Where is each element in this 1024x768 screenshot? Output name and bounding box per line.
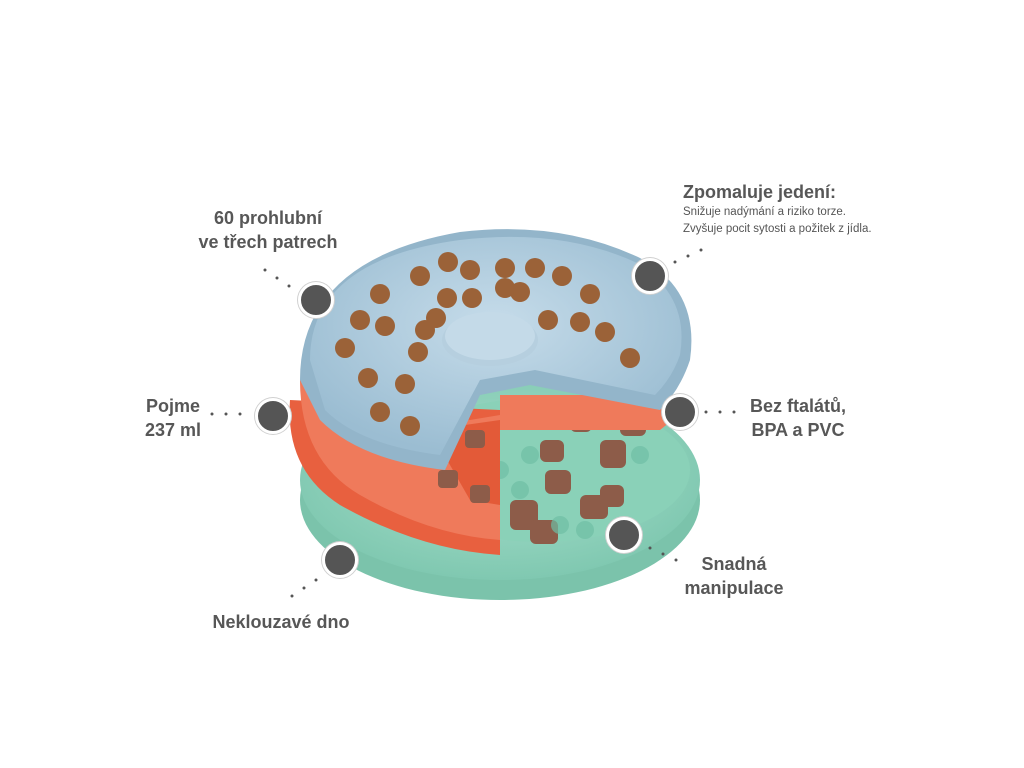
callout-free-line2: BPA a PVC bbox=[751, 420, 845, 440]
top-tier-blue bbox=[300, 229, 692, 470]
leader-dots bbox=[210, 248, 736, 598]
callout-slows-title: Zpomaluje jedení: bbox=[683, 182, 837, 202]
callout-depressions: 60 prohlubní ve třech patrech bbox=[168, 206, 368, 254]
callout-depressions-line2: ve třech patrech bbox=[198, 232, 338, 252]
marker-slows-eating bbox=[632, 258, 668, 294]
marker-easy-handling bbox=[606, 517, 642, 553]
marker-depressions bbox=[298, 282, 334, 318]
marker-nonslip bbox=[322, 542, 358, 578]
callout-easy-handling: Snadná manipulace bbox=[676, 552, 792, 600]
callout-slows-eating: Zpomaluje jedení: Snižuje nadýmání a riz… bbox=[683, 180, 983, 238]
callout-handling-line2: manipulace bbox=[684, 578, 784, 598]
callout-capacity-line2: 237 ml bbox=[144, 420, 202, 440]
callout-handling-line1: Snadná bbox=[701, 554, 767, 574]
marker-free-of-chemicals bbox=[662, 394, 698, 430]
callout-slows-detail1: Snižuje nadýmání a riziko torze. bbox=[683, 206, 846, 218]
callout-slows-detail2: Zvyšuje pocit sytosti a požitek z jídla. bbox=[683, 223, 872, 235]
callout-depressions-line1: 60 prohlubní bbox=[214, 208, 322, 228]
callout-capacity-line1: Pojme bbox=[145, 396, 201, 416]
callout-free-line1: Bez ftalátů, bbox=[749, 396, 846, 416]
callout-nonslip-line1: Neklouzavé dno bbox=[212, 612, 350, 632]
marker-capacity bbox=[255, 398, 291, 434]
callout-free-of-chemicals: Bez ftalátů, BPA a PVC bbox=[740, 394, 856, 442]
callout-capacity: Pojme 237 ml bbox=[130, 394, 216, 442]
callout-nonslip: Neklouzavé dno bbox=[196, 610, 366, 634]
